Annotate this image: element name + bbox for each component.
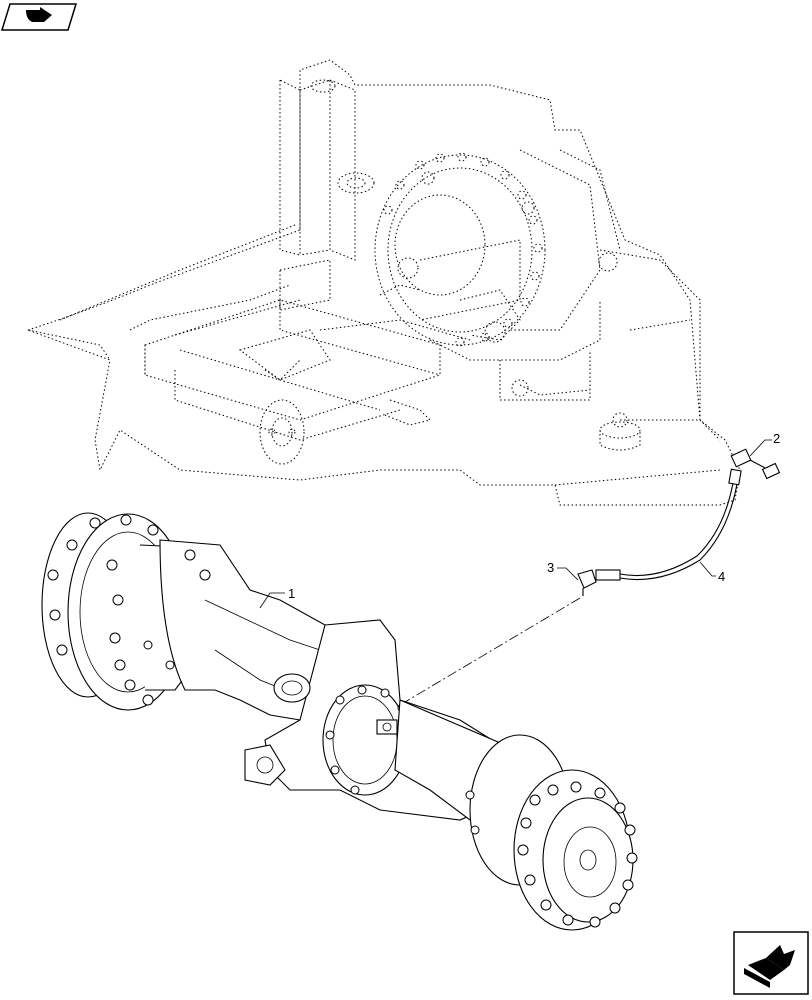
- assembly-center-line: [404, 597, 581, 703]
- svg-text:1: 1: [288, 586, 295, 601]
- previous-page-arrow-icon[interactable]: [0, 3, 78, 31]
- svg-text:2: 2: [773, 431, 780, 446]
- chassis-frame: [26, 59, 741, 506]
- svg-text:4: 4: [718, 569, 725, 584]
- svg-text:3: 3: [547, 560, 554, 575]
- next-page-arrow-icon[interactable]: [733, 931, 809, 995]
- axle-assembly: [41, 512, 638, 931]
- callout-1: 1: [259, 586, 295, 609]
- fitting-2: [730, 448, 781, 480]
- hose-assembly: [404, 448, 781, 703]
- callout-2: 2: [749, 431, 780, 457]
- callout-4: 4: [699, 561, 725, 584]
- fitting-3: [577, 569, 597, 596]
- transmission-housing: [374, 149, 641, 451]
- hose-4: [595, 468, 742, 581]
- drive-shaft-flange: [238, 329, 431, 465]
- callout-3: 3: [547, 560, 579, 581]
